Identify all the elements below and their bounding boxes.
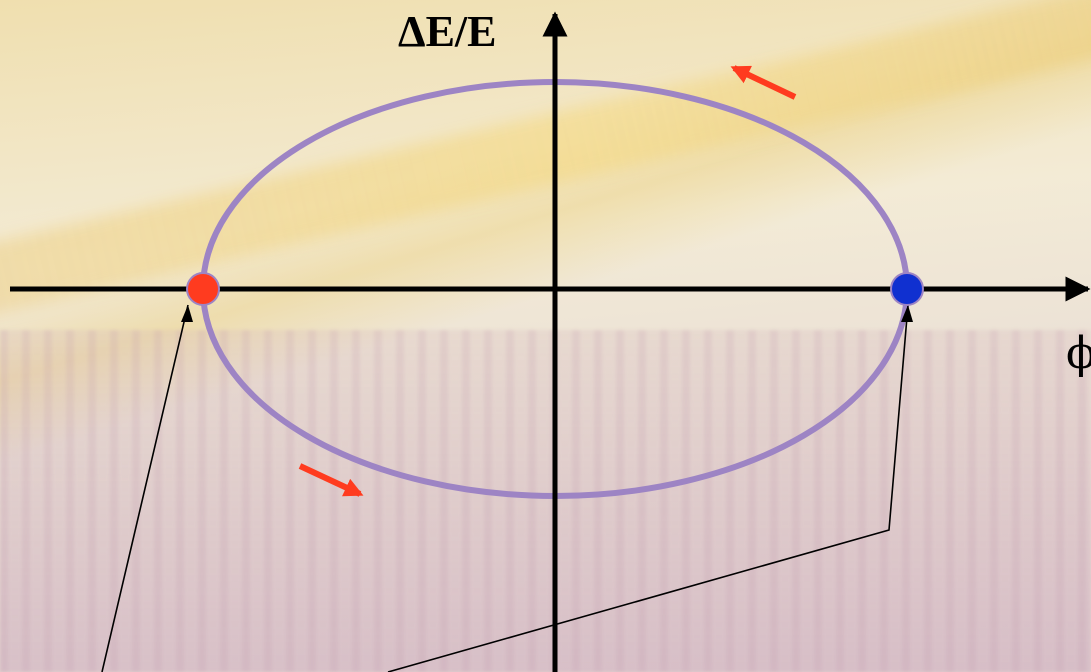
direction-arrow-bottom — [298, 463, 364, 497]
y-axis-label: ΔE/E — [398, 7, 497, 56]
pointer-head-right — [901, 305, 913, 322]
right-particle-dot — [890, 272, 924, 306]
pointer-head-left — [181, 305, 193, 322]
background-machinery — [0, 330, 1091, 672]
left-particle-dot — [186, 272, 220, 306]
pointer-line-right — [387, 304, 909, 672]
x-axis-label: ϕ — [1066, 328, 1091, 379]
pointer-line-left — [101, 304, 189, 672]
direction-arrow-top — [730, 65, 797, 100]
